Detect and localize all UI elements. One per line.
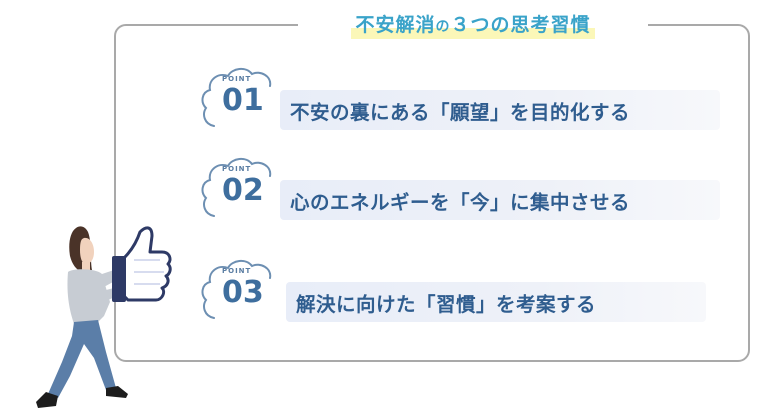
- person-illustration: [36, 226, 172, 408]
- point-item-02: POINT 02 心のエネルギーを「今」に集中させる: [200, 154, 720, 224]
- point-number: 03: [222, 275, 264, 310]
- point-label: POINT: [222, 267, 252, 275]
- thumbs-up-icon: [112, 226, 172, 302]
- title-rest: ３つの思考習慣: [450, 13, 591, 36]
- point-pill: 心のエネルギーを「今」に集中させる: [280, 180, 720, 220]
- point-pill: 解決に向けた「習慣」を考案する: [286, 282, 706, 322]
- cloud-bubble-icon: [201, 68, 272, 127]
- point-number: 02: [222, 173, 264, 208]
- point-pill: 不安の裏にある「願望」を目的化する: [280, 90, 720, 130]
- cloud-bubble-icon: [201, 260, 272, 319]
- title-area: 不安解消の３つの思考習慣: [298, 6, 648, 42]
- point-label: POINT: [222, 165, 252, 173]
- title-main: 不安解消: [355, 13, 436, 36]
- page-title: 不安解消の３つの思考習慣: [351, 9, 595, 39]
- point-text: 解決に向けた「習慣」を考案する: [296, 292, 597, 316]
- cloud-bubble-icon: [201, 158, 272, 217]
- point-item-03: POINT 03 解決に向けた「習慣」を考案する: [200, 256, 720, 326]
- point-text: 不安の裏にある「願望」を目的化する: [290, 100, 631, 124]
- point-item-01: POINT 01 不安の裏にある「願望」を目的化する: [200, 64, 720, 134]
- title-connector: の: [435, 18, 451, 35]
- point-number: 01: [222, 83, 264, 118]
- point-text: 心のエネルギーを「今」に集中させる: [290, 190, 631, 214]
- point-label: POINT: [222, 75, 252, 83]
